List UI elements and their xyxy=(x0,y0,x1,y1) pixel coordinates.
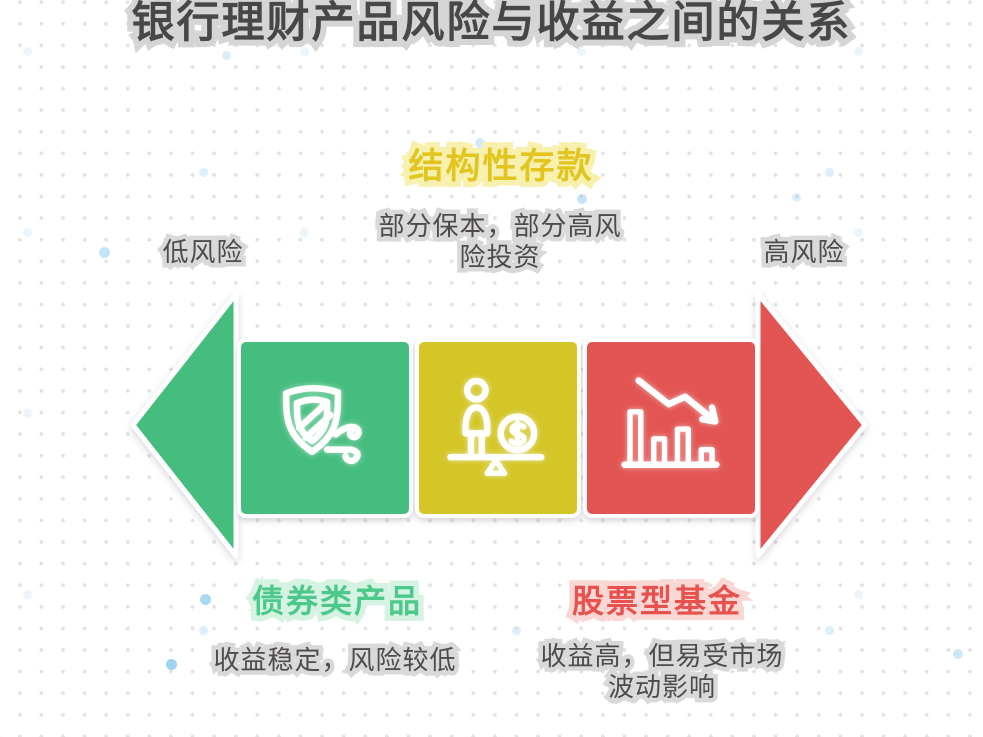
balance-scale-icon xyxy=(447,377,545,477)
segment-desc-stock-line1: 收益高，但易受市场 xyxy=(462,641,862,672)
page-title: 银行理财产品风险与收益之间的关系 xyxy=(0,0,983,52)
low-risk-arrow-icon xyxy=(130,291,239,559)
segment-box-structured xyxy=(415,338,581,518)
high-risk-arrow-icon xyxy=(755,291,868,559)
declining-chart-icon xyxy=(621,377,720,468)
segment-box-stock xyxy=(583,338,759,518)
segment-box-bond xyxy=(237,338,413,518)
segment-desc-structured-line1: 部分保本，部分高风 xyxy=(300,211,700,242)
decor-dot xyxy=(475,138,485,148)
segment-heading-bond: 债券类产品 xyxy=(187,580,487,622)
segment-desc-stock-line2: 波动影响 xyxy=(462,672,862,703)
segment-heading-stock: 股票型基金 xyxy=(507,580,807,622)
decor-dot xyxy=(953,649,963,659)
decor-dot xyxy=(792,193,801,202)
low-risk-label: 低风险 xyxy=(103,237,303,268)
segment-desc-structured-line2: 险投资 xyxy=(300,242,700,273)
high-risk-label: 高风险 xyxy=(704,237,904,268)
shield-wind-icon xyxy=(282,385,362,465)
segment-heading-structured: 结构性存款 xyxy=(301,146,701,188)
decor-dot xyxy=(577,194,587,204)
decor-dot xyxy=(222,51,231,60)
